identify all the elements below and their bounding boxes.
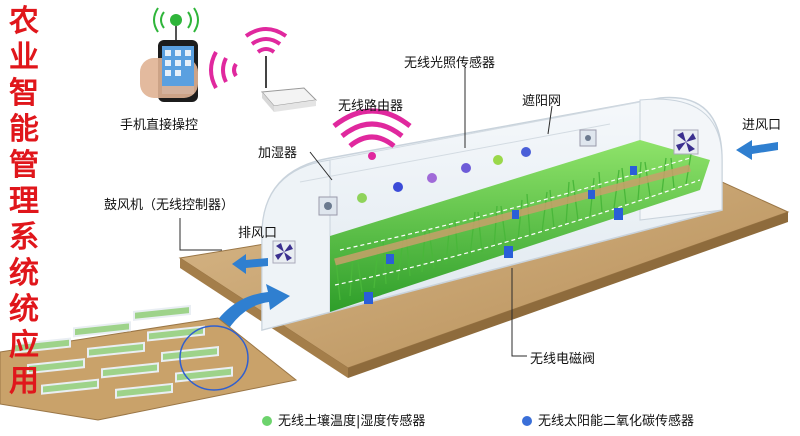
tunnel-ribs [299, 101, 641, 183]
title-char: 能 [9, 112, 39, 147]
title-char: 统 [9, 256, 39, 291]
greenhouse-near-end [261, 159, 331, 331]
router-icon [260, 56, 318, 112]
label-light-sensor: 无线光照传感器 [404, 56, 496, 71]
mini-greenhouses [13, 304, 233, 399]
greenhouse-wifi-icon [332, 108, 412, 160]
label-exhaust: 排风口 [238, 226, 278, 241]
title-char: 统 [9, 292, 39, 327]
title-char: 应 [9, 328, 39, 363]
irrigation-lines [334, 157, 701, 286]
label-blower: 鼓风机（无线控制器） [104, 198, 235, 213]
roof-sensor-dots [357, 147, 531, 203]
zoom-circle [179, 325, 249, 391]
label-phone: 手机直接操控 [120, 118, 199, 133]
smartphone-icon [140, 40, 198, 102]
exhaust-fan-icon [272, 240, 296, 264]
ground-front [348, 212, 788, 378]
router-wifi-icon [244, 27, 288, 54]
label-valve: 无线电磁阀 [530, 352, 596, 367]
green-dot-icon [262, 416, 272, 426]
legend-item-soil: 无线土壤温度|湿度传感器 [262, 410, 425, 429]
title-char: 系 [9, 220, 39, 255]
leader-lines [179, 68, 553, 357]
phone-signal-icon [153, 7, 199, 40]
label-router: 无线路由器 [338, 99, 404, 114]
label-shade-net: 遮阳网 [522, 94, 562, 109]
page-title: 农业智能管理系统统应用 [6, 4, 42, 400]
title-char: 用 [9, 364, 39, 399]
phone-wifi-icon [209, 51, 238, 89]
title-char: 业 [9, 40, 39, 75]
title-char: 智 [9, 76, 39, 111]
inlet-fan-icon [673, 129, 699, 155]
legend-item-co2: 无线太阳能二氧化碳传感器 [522, 410, 694, 429]
title-char: 管 [9, 148, 39, 183]
legend-label: 无线土壤温度|湿度传感器 [278, 414, 426, 429]
label-humidifier: 加湿器 [258, 146, 298, 161]
co2-sensors [364, 166, 637, 304]
title-char: 理 [9, 184, 39, 219]
shade-device-icon [579, 129, 597, 147]
legend-label: 无线太阳能二氧化碳传感器 [538, 414, 695, 429]
blue-dot-icon [522, 416, 532, 426]
title-char: 农 [9, 4, 39, 39]
humidifier-icon [318, 196, 338, 216]
label-air-inlet: 进风口 [742, 118, 782, 133]
